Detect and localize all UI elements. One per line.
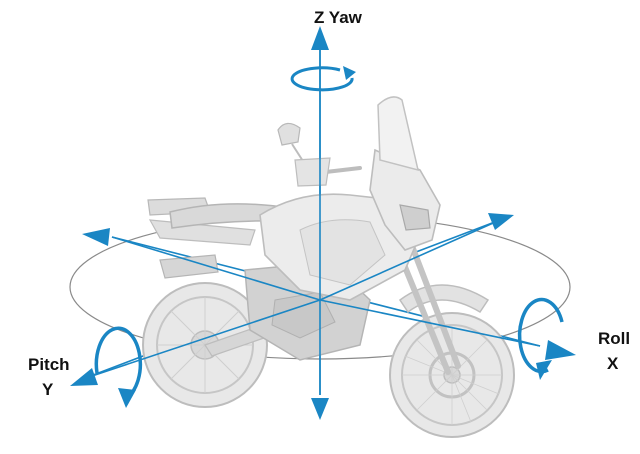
front-fork	[395, 243, 461, 375]
x-axis-label: X	[607, 354, 619, 373]
axis-lines-front	[79, 50, 541, 395]
y-axis-label: Y	[42, 380, 54, 399]
side-panel	[299, 219, 386, 286]
hand-guard	[294, 157, 331, 187]
axis-arrowheads	[70, 26, 576, 420]
yaw-rotation-arrow	[290, 66, 356, 92]
roll-rotation-arrow	[517, 297, 564, 380]
windscreen	[377, 96, 420, 172]
front-wheel	[389, 312, 515, 438]
motorcycle-illustration	[142, 96, 515, 438]
x-axis-arrowhead	[545, 340, 576, 360]
minus-x-arrowhead	[82, 228, 110, 246]
z-axis-arrowhead-up	[311, 26, 329, 50]
y-axis-arrowhead	[70, 368, 98, 386]
mirror-left	[277, 122, 301, 146]
roll-label: Roll	[598, 329, 631, 348]
minus-y-arrowhead	[488, 213, 514, 230]
exhaust	[159, 254, 219, 279]
pitch-rotation-arrow	[94, 326, 143, 408]
z-axis-arrowhead-down	[311, 398, 329, 420]
headlight	[399, 204, 431, 231]
pitch-label: Pitch	[28, 355, 70, 374]
z-yaw-label: Z Yaw	[314, 8, 362, 27]
